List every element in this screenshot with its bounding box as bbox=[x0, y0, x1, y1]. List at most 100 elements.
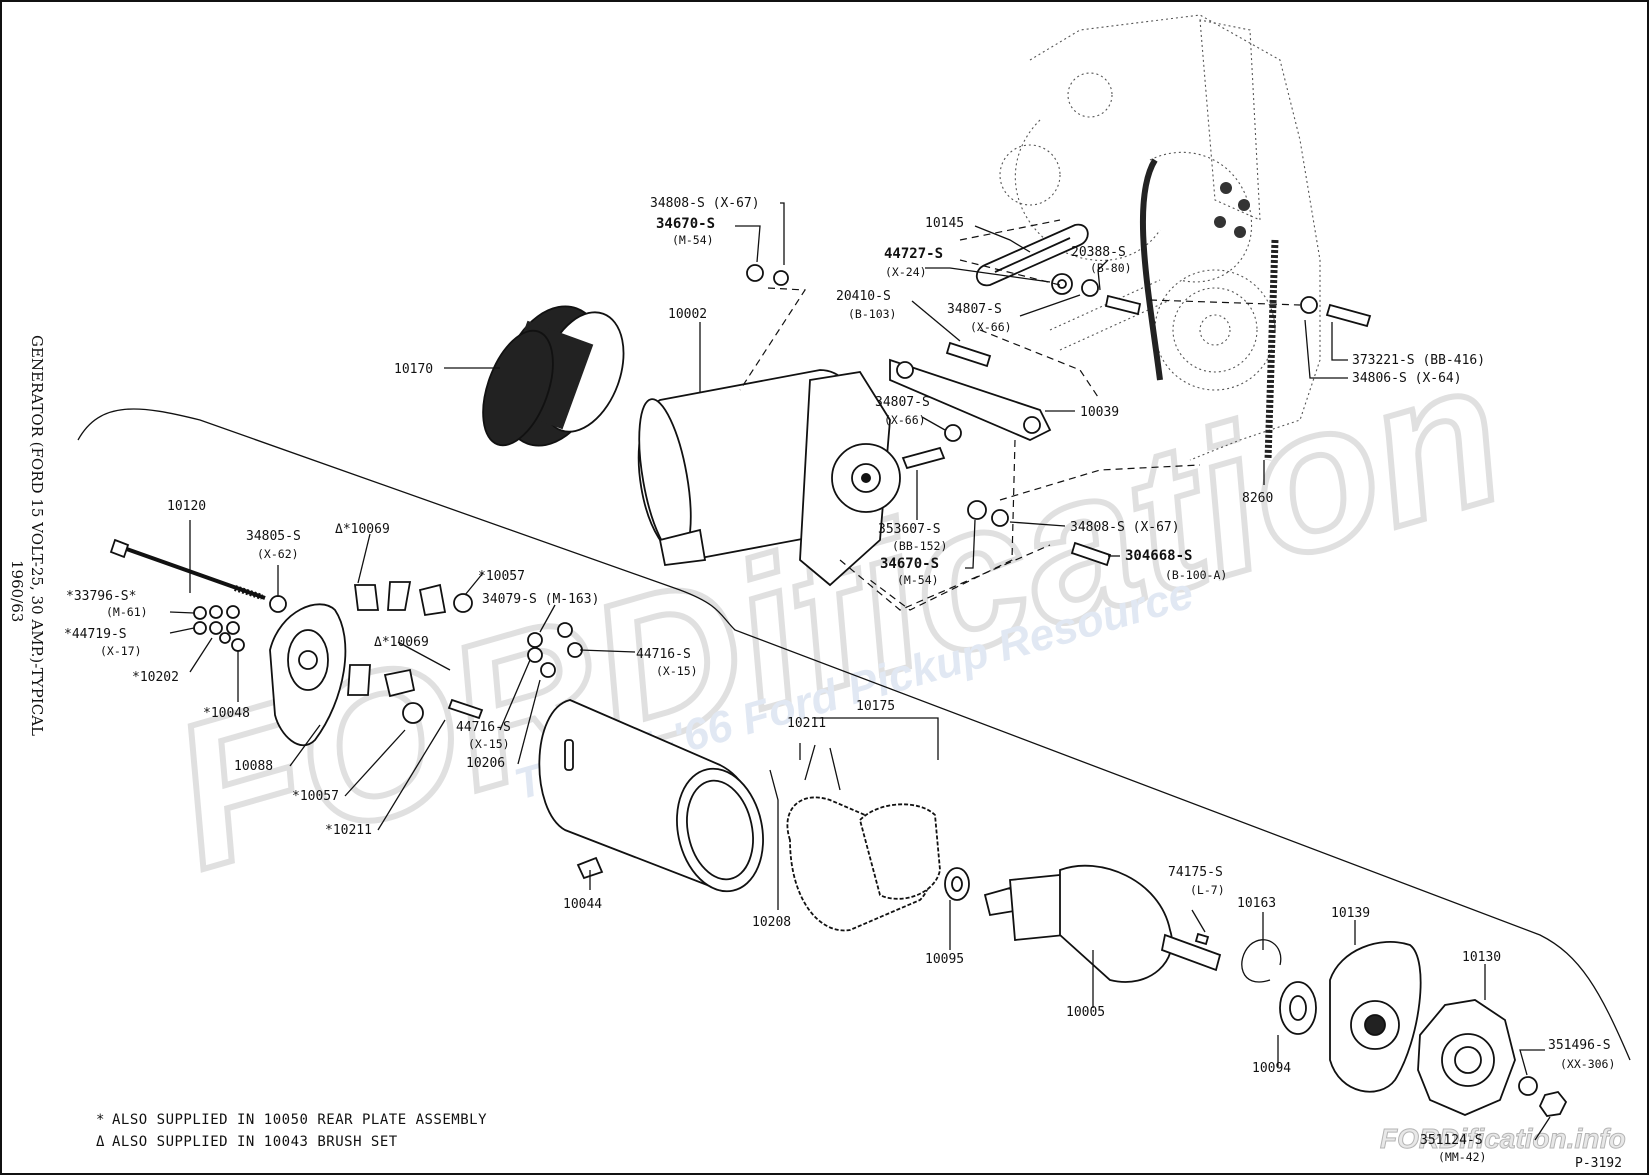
side-title-line1: GENERATOR (FORD 15 VOLT-25, 30 AMP.)-TYP… bbox=[28, 335, 46, 736]
note-star-text: ALSO SUPPLIED IN 10050 REAR PLATE ASSEMB… bbox=[112, 1112, 487, 1128]
label-10005: 10005 bbox=[1066, 1005, 1105, 1020]
label-34807-top-code: (X-66) bbox=[970, 320, 1012, 334]
part-10130-pulley bbox=[1417, 999, 1516, 1116]
label-74175: 74175-S bbox=[1168, 865, 1223, 880]
label-10202: *10202 bbox=[132, 670, 179, 685]
label-10057-b: *10057 bbox=[292, 789, 339, 804]
label-10094: 10094 bbox=[1252, 1061, 1291, 1076]
part-10002-generator bbox=[637, 369, 901, 587]
label-44716-a-code: (X-15) bbox=[656, 664, 698, 678]
label-10206: 10206 bbox=[466, 756, 505, 771]
label-10208: 10208 bbox=[752, 915, 791, 930]
part-10005-armature bbox=[983, 864, 1222, 983]
part-10139-front-plate bbox=[1329, 941, 1422, 1093]
label-10163: 10163 bbox=[1237, 896, 1276, 911]
section-divider-curve bbox=[77, 408, 1631, 1061]
part-10094-bearing bbox=[1279, 981, 1317, 1035]
label-74175-code: (L-7) bbox=[1190, 883, 1225, 897]
part-10095-bearing bbox=[944, 867, 970, 901]
label-351496: 351496-S bbox=[1548, 1038, 1611, 1053]
note-triangle-symbol: Δ bbox=[96, 1134, 105, 1150]
label-304668: 304668-S bbox=[1125, 548, 1192, 564]
part-housing-10044 bbox=[538, 699, 764, 893]
part-labels: 34808-S (X-67) 34670-S (M-54) 10145 4472… bbox=[64, 196, 1615, 1164]
small-hardware-left bbox=[193, 605, 245, 652]
label-34670-mid-code: (M-54) bbox=[897, 573, 939, 587]
fan-belt-8260 bbox=[1139, 158, 1279, 461]
watermark-corner: FORDification.info bbox=[1380, 1123, 1626, 1154]
label-44716-b-code: (X-15) bbox=[468, 737, 510, 751]
label-10139: 10139 bbox=[1331, 906, 1370, 921]
label-20388: 20388-S bbox=[1071, 245, 1126, 260]
label-34805: 34805-S bbox=[246, 529, 301, 544]
label-353607: 353607-S bbox=[878, 522, 941, 537]
part-10175-field-coils bbox=[786, 744, 941, 932]
label-34808-top: 34808-S (X-67) bbox=[650, 196, 760, 211]
label-10095: 10095 bbox=[925, 952, 964, 967]
label-373221: 373221-S (BB-416) bbox=[1352, 353, 1485, 368]
label-33796-code: (M-61) bbox=[106, 605, 148, 619]
leader-lines bbox=[169, 202, 1551, 1141]
label-44727-code: (X-24) bbox=[885, 265, 927, 279]
label-10069-b: Δ*10069 bbox=[374, 635, 429, 650]
label-33796: *33796-S* bbox=[66, 589, 136, 604]
label-20410-code: (B-103) bbox=[848, 307, 896, 321]
label-10002: 10002 bbox=[668, 307, 707, 322]
washer-34805 bbox=[269, 595, 287, 613]
label-10170: 10170 bbox=[394, 362, 433, 377]
part-10145-adjusting-arm bbox=[976, 223, 1089, 287]
label-20410: 20410-S bbox=[836, 289, 891, 304]
label-10088: 10088 bbox=[234, 759, 273, 774]
side-title: GENERATOR (FORD 15 VOLT-25, 30 AMP.)-TYP… bbox=[28, 335, 46, 736]
label-10130: 10130 bbox=[1462, 950, 1501, 965]
label-8260: 8260 bbox=[1242, 491, 1273, 506]
plate-number: P-3192 bbox=[1575, 1156, 1622, 1171]
label-10039: 10039 bbox=[1080, 405, 1119, 420]
footnotes: * ALSO SUPPLIED IN 10050 REAR PLATE ASSE… bbox=[96, 1112, 487, 1150]
label-351124-code: (MM-42) bbox=[1438, 1150, 1486, 1164]
label-351124: 351124-S bbox=[1420, 1133, 1483, 1148]
label-351496-code: (XX-306) bbox=[1560, 1057, 1615, 1071]
label-10145: 10145 bbox=[925, 216, 964, 231]
assembly-lines-top bbox=[739, 219, 1301, 611]
label-34807-top: 34807-S bbox=[947, 302, 1002, 317]
note-star-symbol: * bbox=[96, 1112, 105, 1128]
label-34807-mid-code: (X-66) bbox=[884, 413, 926, 427]
label-10175: 10175 bbox=[856, 699, 895, 714]
label-44716-a: 44716-S bbox=[636, 647, 691, 662]
spring-10057-top bbox=[453, 593, 473, 613]
label-34670-top: 34670-S bbox=[656, 216, 715, 232]
spring-10057-bottom bbox=[402, 702, 424, 724]
label-34079: 34079-S (M-163) bbox=[482, 592, 599, 607]
label-34808-mid: 34808-S (X-67) bbox=[1070, 520, 1180, 535]
label-10044: 10044 bbox=[563, 897, 602, 912]
label-44727: 44727-S bbox=[884, 246, 943, 262]
label-34807-mid: 34807-S bbox=[875, 395, 930, 410]
label-44719: *44719-S bbox=[64, 627, 127, 642]
label-20388-code: (B-80) bbox=[1090, 261, 1132, 275]
part-10039-bracket bbox=[889, 358, 1052, 441]
note-triangle-text: ALSO SUPPLIED IN 10043 BRUSH SET bbox=[112, 1134, 398, 1150]
side-title-line2: 1960/63 bbox=[8, 560, 26, 622]
hardware-top bbox=[746, 264, 1372, 567]
label-304668-code: (B-100-A) bbox=[1165, 568, 1227, 582]
label-34806: 34806-S (X-64) bbox=[1352, 371, 1462, 386]
label-10211-b: *10211 bbox=[325, 823, 372, 838]
brush-holders bbox=[347, 581, 447, 698]
screw-10211-left bbox=[447, 698, 484, 720]
label-353607-code: (BB-152) bbox=[892, 539, 947, 553]
label-10211-a: 10211 bbox=[787, 716, 826, 731]
label-10069-a: Δ*10069 bbox=[335, 522, 390, 537]
side-title-year: 1960/63 bbox=[8, 560, 26, 622]
part-10163-retainer bbox=[1241, 939, 1282, 983]
label-34670-top-code: (M-54) bbox=[672, 233, 714, 247]
part-10120-through-bolt bbox=[109, 538, 266, 600]
label-10057-a: *10057 bbox=[478, 569, 525, 584]
nut-351124 bbox=[1538, 1090, 1568, 1117]
label-44716-b: 44716-S bbox=[456, 720, 511, 735]
part-10088-rear-plate bbox=[269, 603, 347, 747]
label-44719-code: (X-17) bbox=[100, 644, 142, 658]
